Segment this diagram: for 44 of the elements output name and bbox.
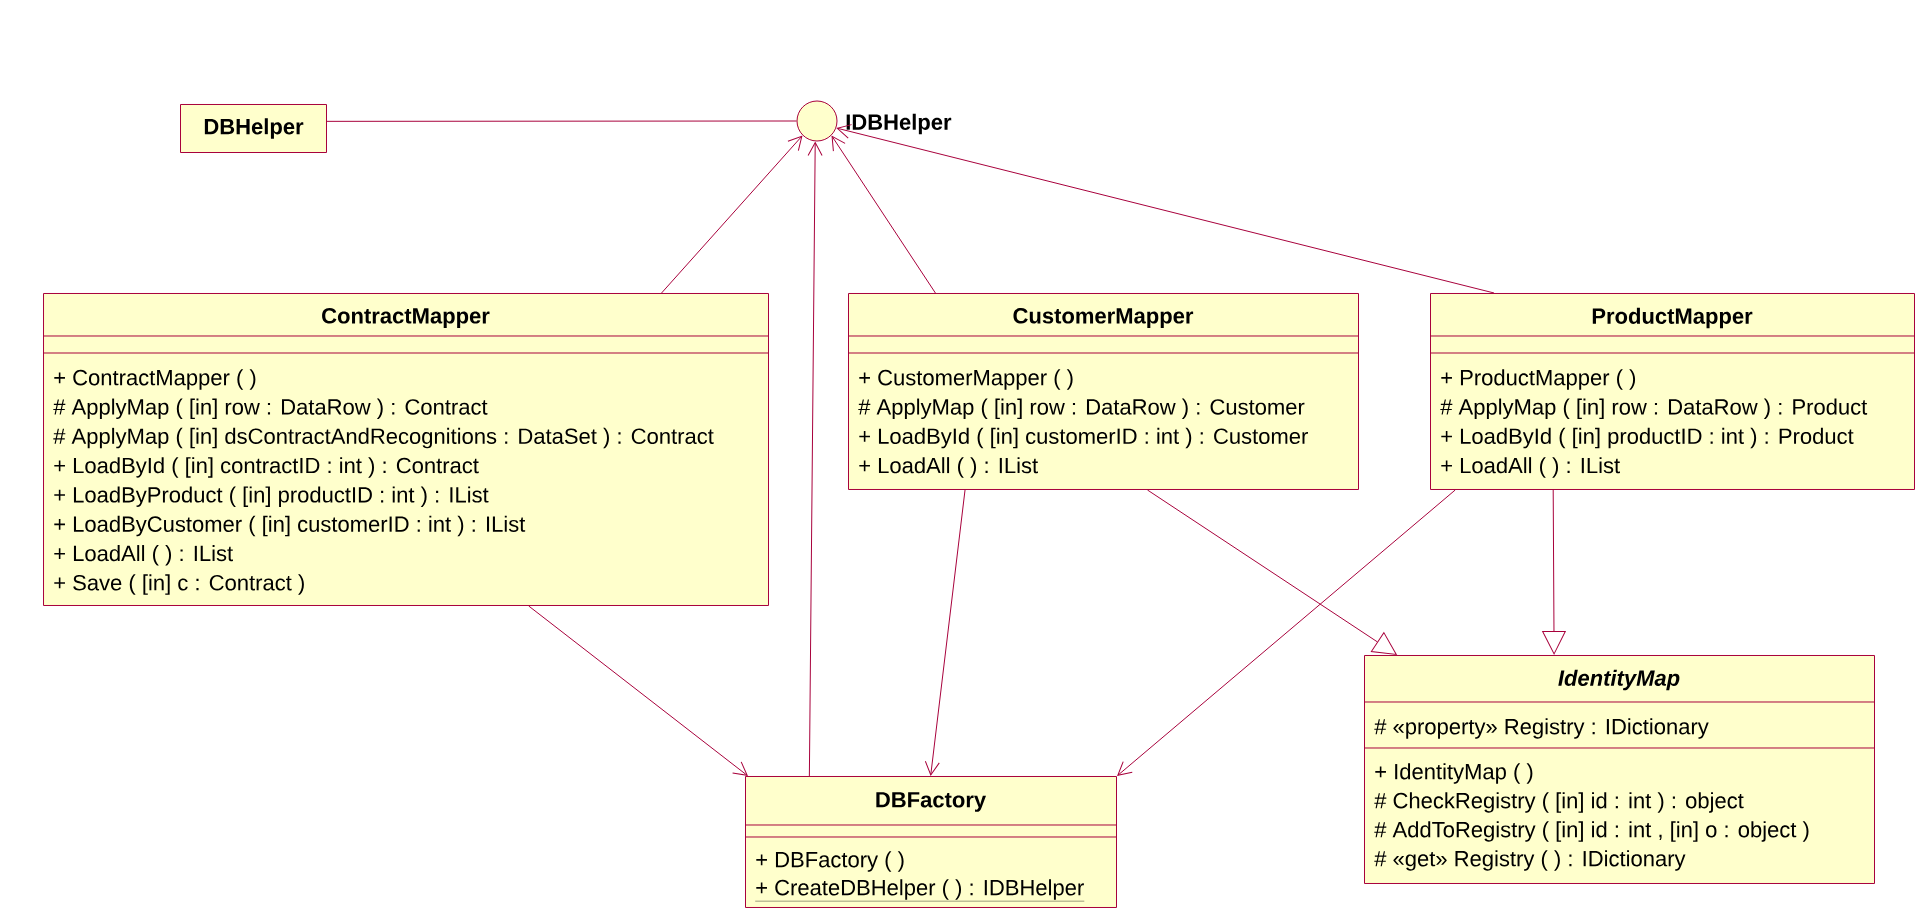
member-text: + LoadById ( [in] productID : int ) : Product	[1441, 427, 1854, 449]
arrow	[836, 124, 1495, 294]
class-name: ContractMapper	[322, 308, 490, 328]
class-box	[744, 776, 1117, 908]
member-text: + LoadById ( [in] customerID : int ) : Customer	[859, 427, 1308, 449]
member-text: + LoadByProduct ( [in] productID : int ) : IList	[54, 486, 489, 507]
member-text: + LoadAll ( ) : IList	[1441, 457, 1620, 478]
member-text: + CustomerMapper ( )	[859, 369, 1073, 390]
class-name: ProductMapper	[1592, 307, 1753, 329]
class-box	[1429, 293, 1915, 490]
member-text: + Save ( [in] c : Contract )	[54, 574, 304, 595]
arrow	[1117, 489, 1456, 776]
member-text: + LoadAll ( ) : IList	[859, 457, 1038, 478]
member-text: # CheckRegistry ( [in] id : int ) : object	[1374, 792, 1744, 813]
arrow	[807, 142, 823, 777]
member-text: # AddToRegistry ( [in] id : int , [in] o : object )	[1374, 821, 1809, 842]
arrow	[661, 135, 803, 294]
member-text: + IdentityMap ( )	[1375, 763, 1533, 784]
arrow	[924, 489, 966, 776]
member-text: + ContractMapper ( )	[54, 369, 256, 390]
class-name: CustomerMapper	[1013, 308, 1194, 328]
arrow	[1146, 489, 1397, 655]
member-text: + LoadById ( [in] contractID : int ) : Contract	[54, 457, 479, 478]
node-label: IDBHelper	[846, 113, 952, 135]
arrow	[831, 135, 936, 294]
member-text: # ApplyMap ( [in] row : DataRow ) : Product	[1440, 398, 1868, 420]
member-text: + LoadByCustomer ( [in] customerID : int ) : IList	[54, 515, 526, 537]
member-text: # ApplyMap ( [in] dsContractAndRecognitions : DataSet ) : Contract	[53, 427, 714, 449]
member-text: # «get» Registry ( ) : IDictionary	[1374, 850, 1686, 871]
class-box	[847, 293, 1359, 490]
arrow	[528, 605, 748, 776]
class-box	[1363, 655, 1875, 884]
class-box	[42, 293, 769, 606]
class-box: DBHelper	[180, 104, 327, 153]
member-text: # ApplyMap ( [in] row : DataRow ) : Customer	[858, 398, 1305, 420]
member-text: + DBFactory ( )	[756, 851, 904, 872]
member-text: + LoadAll ( ) : IList	[54, 545, 233, 566]
arrow	[1542, 489, 1566, 655]
class-name: IdentityMap	[1558, 669, 1680, 691]
class-name: DBFactory	[876, 792, 986, 812]
member-text: + ProductMapper ( )	[1441, 369, 1636, 390]
member-text: # «property» Registry : IDictionary	[1374, 718, 1709, 739]
member-text: + CreateDBHelper ( ) : IDBHelper	[755, 879, 1085, 902]
member-text: # ApplyMap ( [in] row : DataRow ) : Contract	[53, 398, 488, 420]
